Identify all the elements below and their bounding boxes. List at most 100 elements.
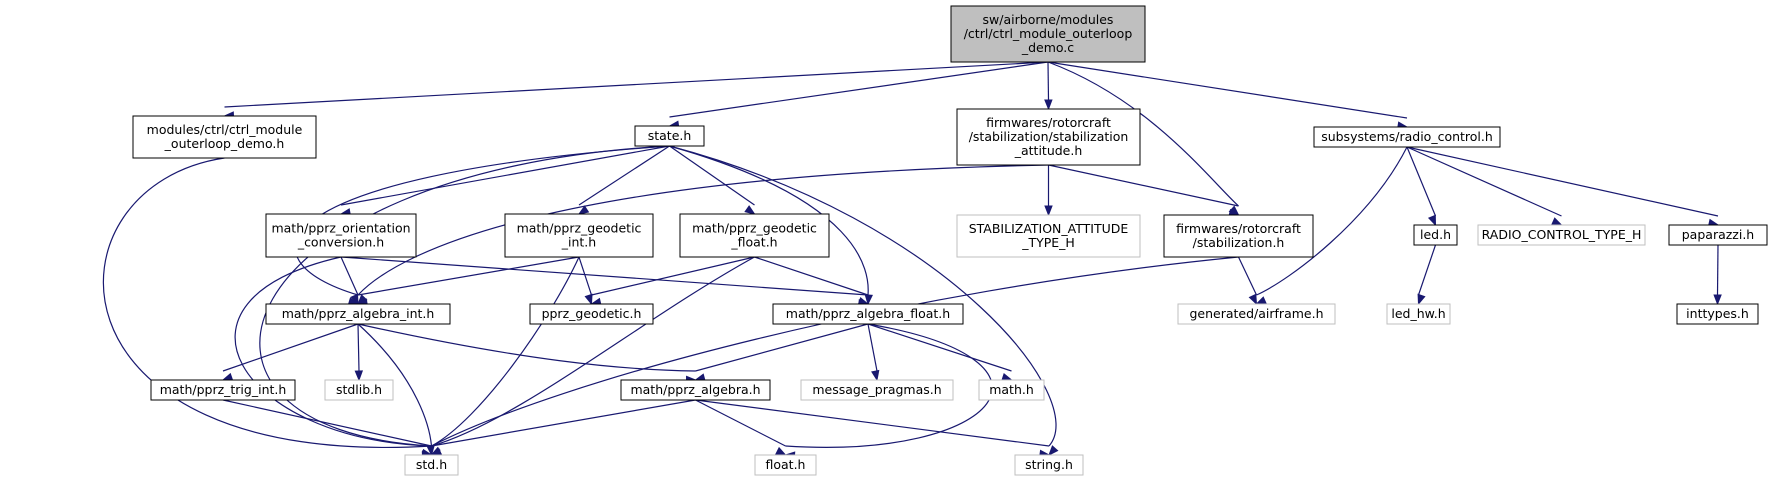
node-box	[132, 115, 317, 159]
edge-algfloat-to-msgprag	[867, 323, 878, 372]
node-orient[interactable]: math/pprz_orientation_conversion.h	[265, 213, 417, 258]
node-label: /ctrl/ctrl_module_outerloop	[964, 26, 1133, 41]
edge-trigint-to-std	[222, 399, 432, 447]
node-label: STABILIZATION_ATTITUDE	[969, 221, 1129, 236]
node-box	[1313, 126, 1501, 148]
node-label: _TYPE_H	[1021, 235, 1075, 250]
node-box	[504, 213, 654, 258]
node-state[interactable]: state.h	[634, 125, 705, 147]
edge-orient-to-algfloat	[340, 256, 869, 296]
node-msgprag[interactable]: message_pragmas.h	[800, 379, 954, 401]
edge-geoint-to-algint	[357, 256, 580, 296]
node-box	[150, 379, 296, 401]
node-modhdr[interactable]: modules/ctrl/ctrl_module_outerloop_demo.…	[132, 115, 317, 159]
edge-algfloat-to-alg	[695, 323, 869, 372]
edge-algint-to-trigint	[222, 323, 359, 372]
node-label: math/pprz_geodetic	[517, 221, 642, 236]
node-label: state.h	[648, 128, 692, 143]
node-led[interactable]: led.h	[1413, 224, 1458, 246]
edge-arrowhead	[871, 369, 880, 382]
node-box	[772, 303, 964, 325]
node-label: subsystems/radio_control.h	[1321, 129, 1493, 144]
edge-alg-to-stringh	[695, 399, 1050, 447]
edge-modhdr-to-std	[102, 157, 432, 448]
edge-stab-to-airframe	[1237, 256, 1258, 296]
node-box	[1014, 454, 1084, 476]
node-box	[1177, 303, 1336, 325]
edge-arrowhead	[221, 372, 234, 381]
node-box	[978, 379, 1045, 401]
node-label: led.h	[1420, 227, 1451, 242]
edge-algint-to-stdlib	[357, 323, 360, 372]
edge-led-to-ledhw	[1417, 244, 1437, 296]
node-box	[634, 125, 705, 147]
node-airframe[interactable]: generated/airframe.h	[1177, 303, 1336, 325]
edge-root-to-state	[669, 61, 1049, 118]
edge-arrowhead	[775, 446, 787, 456]
edge-geofloat-to-pprzgeo	[591, 256, 755, 296]
node-inttypes[interactable]: inttypes.h	[1676, 303, 1759, 325]
node-box	[529, 303, 654, 325]
node-stdlib[interactable]: stdlib.h	[324, 379, 394, 401]
node-box	[1386, 303, 1451, 325]
node-box	[679, 213, 830, 258]
node-stab[interactable]: firmwares/rotorcraft/stabilization.h	[1163, 214, 1314, 258]
node-math[interactable]: math.h	[978, 379, 1045, 401]
edge-arrowhead	[577, 205, 590, 215]
node-alg[interactable]: math/pprz_algebra.h	[620, 379, 771, 401]
edge-arrowhead	[744, 205, 756, 215]
node-label: led_hw.h	[1391, 306, 1445, 321]
edge-geofloat-to-std	[431, 256, 755, 447]
edge-arrowhead	[584, 293, 593, 306]
node-label: math/pprz_algebra.h	[630, 382, 760, 397]
node-label: RADIO_CONTROL_TYPE_H	[1482, 227, 1642, 242]
node-label: math/pprz_geodetic	[692, 221, 817, 236]
edge-alg-to-std	[431, 399, 696, 447]
node-label: math/pprz_algebra_float.h	[786, 306, 950, 321]
node-algfloat[interactable]: math/pprz_algebra_float.h	[772, 303, 964, 325]
node-stabatt[interactable]: firmwares/rotorcraft/stabilization/stabi…	[956, 108, 1141, 166]
node-label: _float.h	[730, 235, 777, 250]
node-label: stdlib.h	[336, 382, 382, 397]
node-algint[interactable]: math/pprz_algebra_int.h	[265, 303, 451, 325]
node-pprzgeo[interactable]: pprz_geodetic.h	[529, 303, 654, 325]
node-label: sw/airborne/modules	[983, 12, 1114, 27]
edge-state-to-std	[259, 145, 670, 447]
nodes-layer: sw/airborne/modules/ctrl/ctrl_module_out…	[132, 5, 1768, 476]
node-box	[1163, 214, 1314, 258]
edge-geofloat-to-algfloat	[754, 256, 869, 296]
node-geoint[interactable]: math/pprz_geodetic_int.h	[504, 213, 654, 258]
node-label: math.h	[989, 382, 1034, 397]
node-trigint[interactable]: math/pprz_trig_int.h	[150, 379, 296, 401]
node-label: float.h	[766, 457, 806, 472]
node-label: std.h	[416, 457, 447, 472]
node-label: _outerloop_demo.h	[164, 136, 285, 151]
node-root[interactable]: sw/airborne/modules/ctrl/ctrl_module_out…	[950, 5, 1146, 63]
edge-orient-to-algint	[340, 256, 359, 296]
node-stringh[interactable]: string.h	[1014, 454, 1084, 476]
edge-radio-to-paparazzi	[1406, 146, 1719, 217]
node-label: message_pragmas.h	[812, 382, 941, 397]
edge-root-to-radio	[1047, 61, 1408, 119]
node-geofloat[interactable]: math/pprz_geodetic_float.h	[679, 213, 830, 258]
node-box	[1668, 224, 1768, 246]
edge-state-to-geofloat	[669, 145, 755, 206]
node-radio[interactable]: subsystems/radio_control.h	[1313, 126, 1501, 148]
node-std[interactable]: std.h	[404, 454, 459, 476]
node-box	[1477, 224, 1646, 246]
edge-state-to-stringh	[669, 145, 1057, 447]
node-stabtype[interactable]: STABILIZATION_ATTITUDE_TYPE_H	[956, 214, 1141, 258]
node-ledhw[interactable]: led_hw.h	[1386, 303, 1451, 325]
node-label: generated/airframe.h	[1189, 306, 1323, 321]
edge-algint-to-std	[357, 323, 433, 447]
node-paparazzi[interactable]: paparazzi.h	[1668, 224, 1768, 246]
node-floath[interactable]: float.h	[754, 454, 817, 476]
node-label: math/pprz_trig_int.h	[160, 382, 287, 397]
node-label: firmwares/rotorcraft	[986, 115, 1111, 130]
edge-arrowhead	[1048, 445, 1059, 457]
node-box	[265, 303, 451, 325]
edge-radio-to-led	[1406, 146, 1437, 217]
node-rctype[interactable]: RADIO_CONTROL_TYPE_H	[1477, 224, 1646, 246]
node-label: /stabilization/stabilization	[969, 129, 1129, 144]
